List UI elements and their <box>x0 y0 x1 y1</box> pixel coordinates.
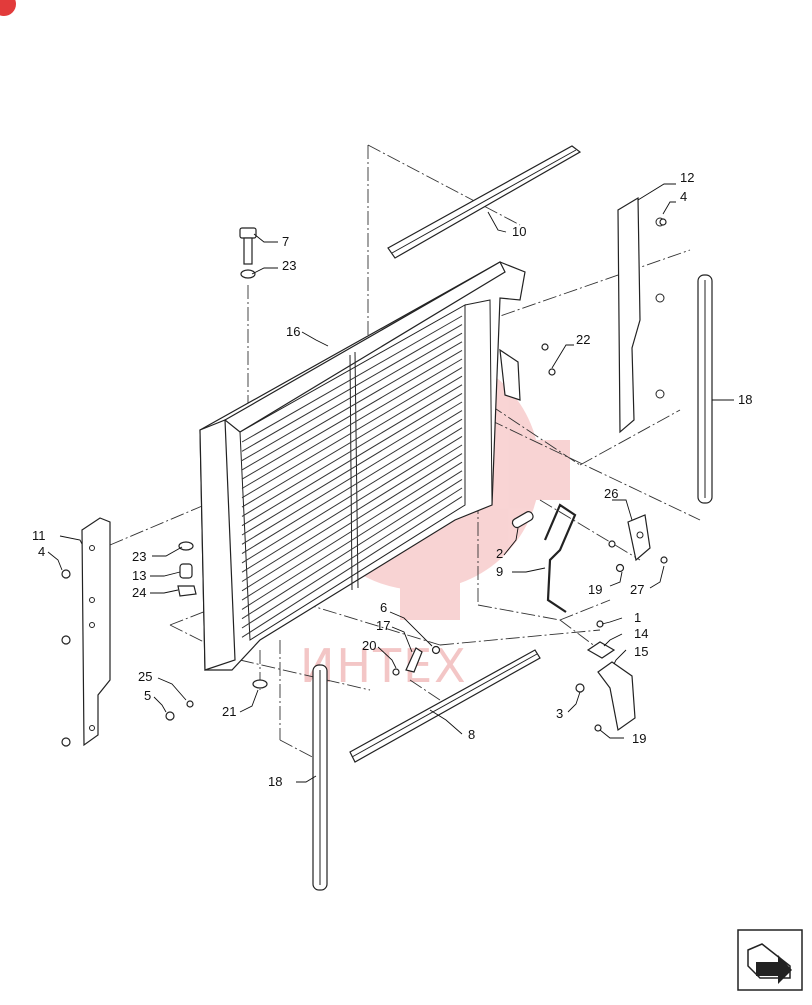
callout-17: 17 <box>376 618 390 633</box>
radiator-fin <box>241 418 463 555</box>
bushing-13 <box>179 563 193 579</box>
right-vertical-seal <box>697 274 713 504</box>
callout-16: 16 <box>286 324 300 339</box>
callout-26: 26 <box>604 486 618 501</box>
callout-11: 11 <box>32 528 46 543</box>
radiator-fin <box>241 444 463 582</box>
plate-14 <box>586 641 616 659</box>
callout-19-bottom: 19 <box>632 731 646 746</box>
radiator-fin <box>241 478 463 620</box>
bottom-seal-strip <box>349 649 541 763</box>
bracket-15 <box>597 661 636 732</box>
callout-21: 21 <box>222 704 236 719</box>
callout-18-left: 18 <box>268 774 282 789</box>
leader-lines <box>47 183 734 783</box>
corner-badge <box>0 0 16 16</box>
callout-4-left: 4 <box>38 544 45 559</box>
callout-6: 6 <box>380 600 387 615</box>
callout-23-top: 23 <box>282 258 296 273</box>
radiator-fin <box>241 358 463 489</box>
radiator-fin <box>241 410 463 545</box>
left-vertical-seal <box>312 664 328 891</box>
latch-26 <box>627 514 651 562</box>
callout-14: 14 <box>634 626 648 641</box>
callout-15: 15 <box>634 644 648 659</box>
callout-24: 24 <box>132 585 146 600</box>
callout-22: 22 <box>576 332 590 347</box>
radiator-fins <box>241 315 463 638</box>
top-seal-strip <box>387 145 582 259</box>
bolt-7 <box>239 227 257 265</box>
arrow-next-page-icon[interactable] <box>737 929 803 991</box>
nut-24 <box>177 585 197 597</box>
callout-23-left: 23 <box>132 549 146 564</box>
radiator-fin <box>241 315 463 443</box>
sleeve-2 <box>511 511 534 529</box>
radiator-fin <box>241 487 463 629</box>
radiator-fin <box>241 496 463 638</box>
radiator-fin <box>241 375 463 508</box>
callout-18-right: 18 <box>738 392 752 407</box>
callout-10: 10 <box>512 224 526 239</box>
radiator-fin <box>241 435 463 573</box>
radiator-fin <box>241 427 463 564</box>
callout-1: 1 <box>634 610 641 625</box>
small-hardware <box>61 218 668 747</box>
callout-12: 12 <box>680 170 694 185</box>
callout-20: 20 <box>362 638 376 653</box>
callout-9: 9 <box>496 564 503 579</box>
radiator-fin <box>241 384 463 517</box>
callout-5: 5 <box>144 688 151 703</box>
radiator-fin <box>241 341 463 471</box>
radiator-fin <box>241 461 463 601</box>
callout-7: 7 <box>282 234 289 249</box>
callout-3: 3 <box>556 706 563 721</box>
radiator-fin <box>241 470 463 610</box>
washer-23-left <box>178 541 194 551</box>
callout-8: 8 <box>468 727 475 742</box>
rod-9 <box>543 503 577 613</box>
radiator-fin <box>241 453 463 592</box>
washer-23-top <box>240 269 256 279</box>
callout-13: 13 <box>132 568 146 583</box>
callout-2: 2 <box>496 546 503 561</box>
callout-25: 25 <box>138 669 152 684</box>
callout-27: 27 <box>630 582 644 597</box>
callout-19-mid: 19 <box>588 582 602 597</box>
radiator-frame <box>199 261 526 671</box>
callout-labels: 7 23 16 10 12 4 22 18 11 4 23 13 24 25 5… <box>32 170 752 789</box>
right-side-plate <box>617 196 665 434</box>
radiator-fin <box>241 392 463 527</box>
callout-4-right: 4 <box>680 189 687 204</box>
radiator-fin <box>241 401 463 536</box>
radiator-fin <box>241 349 463 480</box>
radiator-fin <box>241 332 463 462</box>
left-side-bracket <box>81 517 111 747</box>
radiator-fin <box>241 324 463 452</box>
radiator-fin <box>241 367 463 499</box>
